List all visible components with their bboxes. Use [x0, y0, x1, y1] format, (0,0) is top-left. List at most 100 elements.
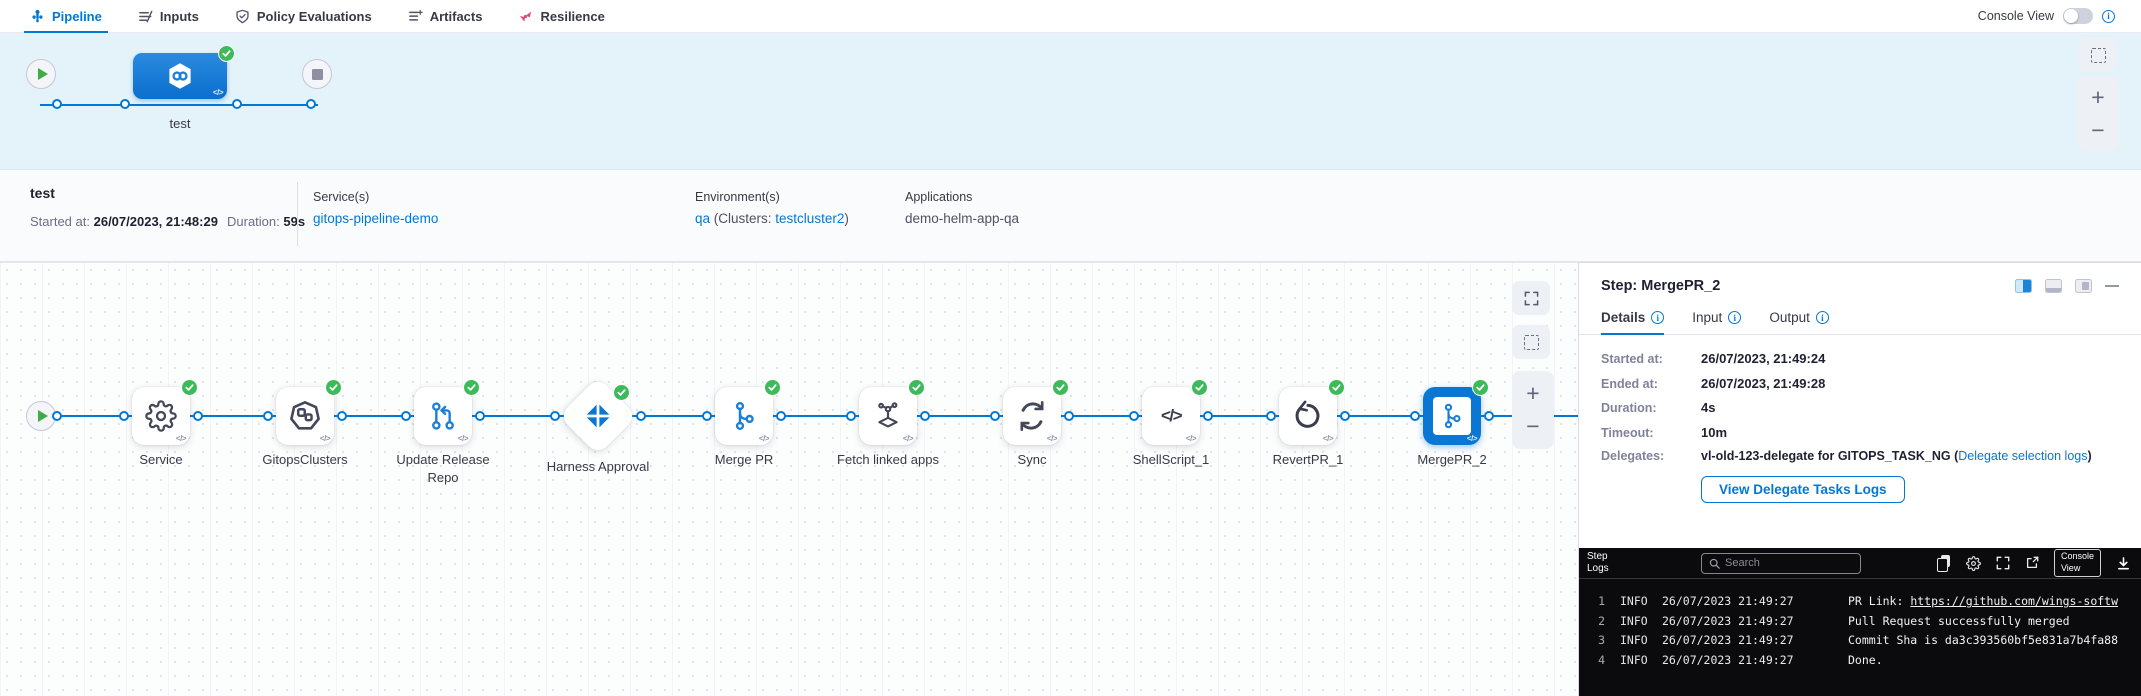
- log-line-number: 1: [1598, 594, 1605, 608]
- tab-label: Details: [1601, 310, 1646, 325]
- log-message: Pull Request successfully merged: [1848, 613, 2070, 628]
- zoom-in-button[interactable]: +: [2091, 84, 2105, 111]
- layout-bottom-split-icon[interactable]: [2045, 279, 2062, 293]
- graph-start-node[interactable]: [26, 401, 56, 431]
- settings-icon[interactable]: [1966, 555, 1981, 571]
- tab-label: Output: [1769, 310, 1810, 325]
- git-update-icon: [432, 402, 454, 430]
- step-node-service[interactable]: </> Service: [119, 379, 203, 467]
- minimize-icon[interactable]: [2105, 284, 2119, 288]
- tab-resilience[interactable]: Resilience: [518, 0, 605, 32]
- pr-link[interactable]: https://github.com/wings-softw: [1910, 594, 2119, 608]
- zoom-out-button[interactable]: −: [2091, 116, 2105, 143]
- delegate-selection-logs-link[interactable]: Delegate selection logs: [1958, 449, 2088, 463]
- step-node-update-release-repo[interactable]: </> Update Release Repo: [396, 379, 490, 485]
- step-node-shellscript-1[interactable]: </> </> ShellScript_1: [1129, 379, 1213, 467]
- tab-inputs[interactable]: Inputs: [138, 0, 199, 32]
- cluster-link[interactable]: testcluster2: [775, 211, 845, 226]
- copy-icon[interactable]: [1936, 555, 1951, 572]
- log-timestamp: 26/07/2023 21:49:27: [1662, 594, 1794, 608]
- port: [1266, 411, 1276, 421]
- log-search-box: [1701, 552, 1861, 574]
- marquee-select-button[interactable]: [2079, 38, 2117, 72]
- inputs-icon: [138, 9, 153, 24]
- download-icon[interactable]: [2116, 556, 2131, 571]
- success-badge: [218, 45, 235, 62]
- code-mark-icon: </>: [1046, 434, 1058, 443]
- stage-graph: </> test + −: [0, 33, 2141, 170]
- log-row: 4 INFO 26/07/2023 21:49:27 Done.: [1579, 651, 2141, 671]
- step-node-mergepr-2[interactable]: </> MergePR_2: [1410, 379, 1494, 467]
- step-label: Service: [139, 452, 183, 467]
- external-link-icon[interactable]: [2025, 556, 2039, 570]
- log-level: INFO: [1620, 652, 1648, 667]
- linked-apps-icon: [878, 402, 898, 428]
- log-level: INFO: [1620, 613, 1648, 628]
- service-link[interactable]: gitops-pipeline-demo: [313, 211, 439, 226]
- tab-artifacts[interactable]: Artifacts: [408, 0, 482, 32]
- tab-details[interactable]: Details: [1601, 310, 1665, 335]
- port: [550, 411, 560, 421]
- stage-end-node[interactable]: [302, 59, 332, 89]
- stage-start-node[interactable]: [26, 59, 56, 89]
- port: [1340, 411, 1350, 421]
- layout-right-panel-icon[interactable]: [2075, 279, 2092, 293]
- code-mark-icon: </>: [319, 434, 331, 443]
- step-details-panel: Step: MergePR_2 Details Input Output: [1578, 262, 2141, 696]
- graph-edge: [54, 415, 1578, 417]
- console-view-button[interactable]: Console View: [2053, 549, 2101, 577]
- stage-zoom-controls: + −: [2077, 77, 2119, 151]
- tab-label: Resilience: [540, 8, 605, 24]
- marquee-icon: [1523, 334, 1539, 350]
- log-row: 3 INFO 26/07/2023 21:49:27 Commit Sha is…: [1579, 631, 2141, 651]
- applications-column: Applications demo-helm-app-qa: [905, 190, 1019, 226]
- step-panel-header: Step: MergePR_2: [1579, 263, 2141, 294]
- step-node-fetch-linked-apps[interactable]: </> Fetch linked apps: [837, 379, 939, 467]
- tab-output[interactable]: Output: [1769, 310, 1829, 334]
- port: [990, 411, 1000, 421]
- log-lines[interactable]: 1 INFO 26/07/2023 21:49:27 PR Link: http…: [1579, 579, 2141, 670]
- step-node-harness-approval[interactable]: Harness Approval: [547, 376, 649, 474]
- zoom-in-button[interactable]: +: [1526, 379, 1540, 406]
- environments-column: Environment(s) qa (Clusters: testcluster…: [695, 190, 849, 226]
- step-node-merge-pr[interactable]: </> Merge PR: [702, 379, 786, 467]
- stage-node-test[interactable]: </>: [133, 45, 235, 99]
- zoom-out-button[interactable]: −: [1526, 413, 1540, 440]
- log-row: 2 INFO 26/07/2023 21:49:27 Pull Request …: [1579, 612, 2141, 632]
- tab-label: Pipeline: [52, 8, 102, 24]
- tab-policy-evaluations[interactable]: Policy Evaluations: [235, 0, 372, 32]
- log-message: Done.: [1848, 652, 1883, 667]
- environment-link[interactable]: qa: [695, 211, 711, 226]
- log-timestamp: 26/07/2023 21:49:27: [1662, 633, 1794, 647]
- tab-pipeline[interactable]: Pipeline: [24, 0, 108, 33]
- duration-label: Duration:: [227, 214, 280, 229]
- port: [920, 411, 930, 421]
- step-node-revertpr-1[interactable]: </> RevertPR_1: [1266, 379, 1350, 467]
- info-icon[interactable]: [2102, 9, 2115, 23]
- execution-graph-canvas[interactable]: </> Service </> GitopsClusters </> U: [0, 262, 1578, 696]
- code-mark-icon: </>: [175, 434, 187, 443]
- fit-to-screen-button[interactable]: [1512, 281, 1550, 315]
- info-icon[interactable]: [1651, 311, 1665, 324]
- port: [636, 411, 646, 421]
- info-icon[interactable]: [1728, 311, 1742, 324]
- stage-label[interactable]: test: [169, 116, 191, 131]
- log-timestamp: 26/07/2023 21:49:27: [1662, 613, 1794, 628]
- log-row: 1 INFO 26/07/2023 21:49:27 PR Link: http…: [1579, 592, 2141, 612]
- marquee-select-button[interactable]: [1512, 325, 1550, 359]
- layout-right-split-icon[interactable]: [2015, 279, 2032, 293]
- view-delegate-tasks-logs-button[interactable]: View Delegate Tasks Logs: [1701, 475, 1905, 503]
- git-branch-icon: [735, 401, 754, 430]
- info-icon[interactable]: [1815, 311, 1829, 324]
- step-node-gitopsclusters[interactable]: </> GitopsClusters: [262, 379, 348, 467]
- log-search-input[interactable]: [1725, 557, 1835, 569]
- tab-input[interactable]: Input: [1692, 310, 1742, 334]
- step-label: Sync: [1017, 452, 1047, 467]
- divider: [297, 182, 298, 246]
- console-view-toggle[interactable]: [2063, 8, 2093, 24]
- port: [119, 411, 129, 421]
- step-node-sync[interactable]: </> Sync: [990, 379, 1074, 467]
- fullscreen-icon[interactable]: [1996, 556, 2010, 570]
- code-mark-icon: </>: [1466, 434, 1478, 443]
- play-icon: [37, 410, 48, 422]
